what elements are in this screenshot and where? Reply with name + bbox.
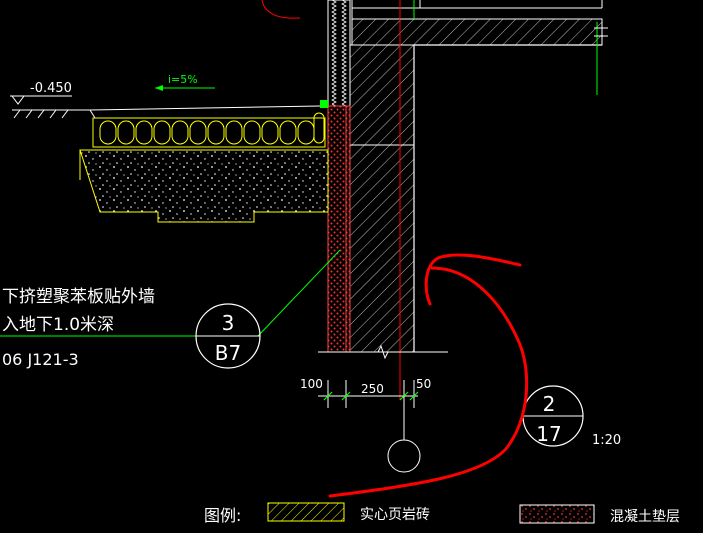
section-reference-bubble: 2 17 [522, 385, 584, 447]
legend-title: 图例: [204, 506, 241, 525]
waterproof-marker [320, 100, 328, 108]
freehand-annotation [328, 253, 529, 498]
brick-insulation-strip [327, 105, 351, 353]
slope-marker: i=5% [155, 73, 215, 91]
legend: 图例: 实心页岩砖 混凝土垫层 [204, 502, 680, 525]
section-ref-sheet: 17 [536, 422, 561, 446]
wall-structure [349, 0, 608, 353]
legend-swatch-brick [267, 502, 345, 522]
wall-bottom-break [318, 344, 448, 360]
axis-bubble [387, 396, 421, 473]
dim-middle: 250 [361, 382, 384, 396]
concrete-base [79, 149, 329, 223]
detail-reference-bubble: 3 B7 [195, 303, 261, 369]
scale-label: 1:20 [592, 433, 621, 448]
note-line-2: 入地下1.0米深 [2, 315, 114, 335]
upper-wall [349, 44, 415, 146]
elevation-label: -0.450 [30, 81, 72, 96]
upper-slab [351, 18, 603, 46]
dimension-chain: 100 250 50 [300, 377, 431, 408]
lower-wall [349, 144, 415, 353]
xps-insulation-boards [92, 112, 326, 148]
dim-right: 50 [416, 377, 431, 391]
legend-label-concrete: 混凝土垫层 [610, 509, 680, 525]
slope-label: i=5% [168, 73, 198, 86]
leader-line [257, 249, 341, 337]
exterior-ground [12, 105, 329, 223]
detail-ref-number: 3 [222, 311, 235, 335]
detail-ref-sheet: B7 [215, 341, 241, 365]
note-line-3: 06 J121-3 [2, 350, 79, 369]
dim-left: 100 [300, 377, 323, 391]
upper-masonry-strip [327, 0, 351, 107]
section-ref-number: 2 [543, 392, 556, 416]
legend-label-brick: 实心页岩砖 [360, 507, 430, 523]
elevation-marker: -0.450 [10, 81, 72, 105]
wall-outline [413, 44, 602, 352]
legend-swatch-concrete [519, 504, 595, 524]
note-line-1: 下挤塑聚苯板贴外墙 [2, 287, 155, 307]
